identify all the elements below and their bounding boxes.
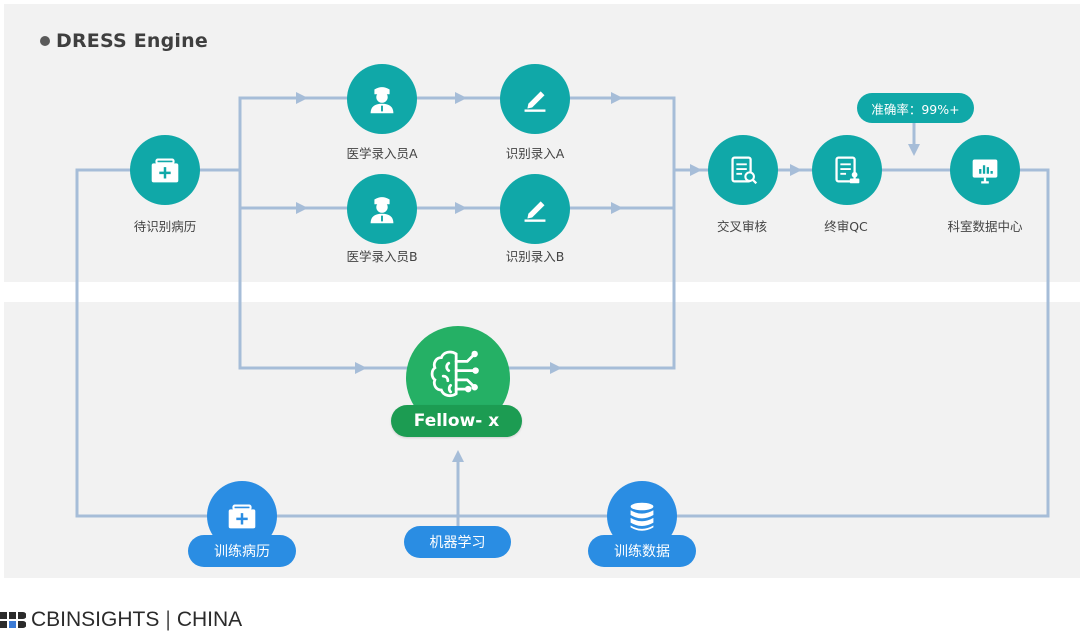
machine-learning-label: 机器学习: [404, 526, 511, 558]
document-stamp-icon: [812, 135, 882, 205]
pen-icon: [500, 64, 570, 134]
node-label-med-a: 医学录入员A: [346, 146, 418, 161]
pen-icon: [500, 174, 570, 244]
cbinsights-logo-icon: [0, 611, 26, 629]
monitor-chart-icon: [950, 135, 1020, 205]
nurse-icon: [347, 64, 417, 134]
node-label-pending: 待识别病历: [133, 219, 197, 234]
node-label-rec-b: 识别录入B: [505, 249, 565, 264]
medical-kit-icon: [130, 135, 200, 205]
train-records-label: 训练病历: [188, 535, 296, 567]
node-label-final: 终审QC: [824, 219, 868, 234]
diagram-title: DRESS Engine: [40, 30, 208, 52]
node-label-center: 科室数据中心: [947, 219, 1023, 234]
footer-region: CHINA: [176, 608, 243, 631]
bottom-panel: [4, 302, 1080, 578]
bullet-dot: [40, 36, 50, 46]
train-data-label: 训练数据: [588, 535, 696, 567]
node-label-cross: 交叉审核: [716, 219, 767, 234]
diagram-title-text: DRESS Engine: [56, 30, 208, 52]
ai-model-label: Fellow- x: [391, 405, 522, 437]
footer-brand-text: CBINSIGHTS: [31, 608, 160, 631]
footer-brand: CBINSIGHTS | CHINA: [0, 608, 243, 631]
accuracy-badge: 准确率：99%+: [857, 93, 974, 123]
node-label-rec-a: 识别录入A: [505, 146, 565, 161]
nurse-icon: [347, 174, 417, 244]
node-label-med-b: 医学录入员B: [346, 249, 418, 264]
footer-separator: |: [165, 608, 171, 631]
document-search-icon: [708, 135, 778, 205]
